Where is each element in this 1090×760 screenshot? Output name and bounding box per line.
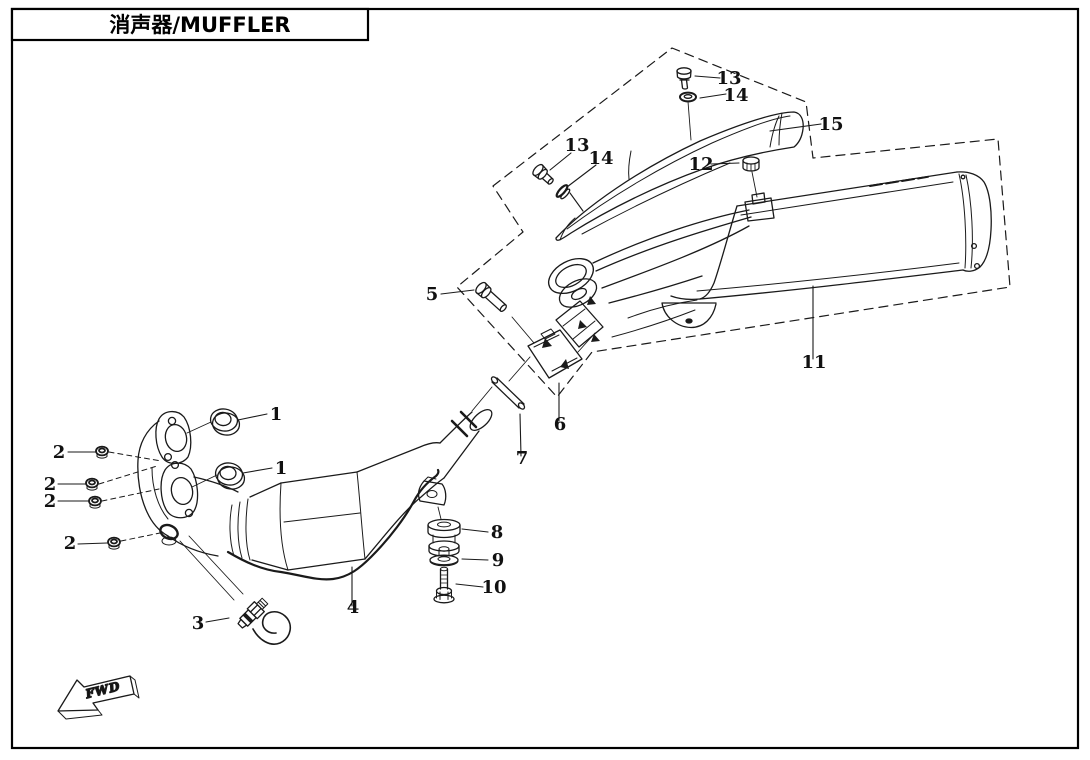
callout-15: 15 xyxy=(818,114,843,135)
callout-2: 2 xyxy=(64,533,77,554)
washer-14-left xyxy=(555,184,571,200)
nut-2 xyxy=(107,536,121,550)
callout-3: 3 xyxy=(192,613,205,634)
washer-9 xyxy=(429,546,459,567)
sensor-boss xyxy=(159,523,179,541)
alignment-line xyxy=(687,101,692,141)
catalytic-pipe xyxy=(226,408,493,581)
bolt-10 xyxy=(433,566,455,604)
stud-alignment-dashed xyxy=(98,451,162,542)
leader-lines xyxy=(57,75,822,623)
callout-2: 2 xyxy=(53,442,66,463)
alignment-line xyxy=(437,506,442,520)
exhaust-flange xyxy=(137,410,244,601)
callout-labels: 1 1 2 2 2 2 3 4 5 6 7 8 9 10 11 12 13 14… xyxy=(44,68,844,634)
flange-gaskets xyxy=(186,408,246,490)
flange-nuts xyxy=(85,445,162,550)
sensor-cable xyxy=(252,611,292,645)
alignment-line xyxy=(186,421,218,488)
title-block: 消声器/MUFFLER xyxy=(10,7,370,42)
alignment-line xyxy=(511,316,535,344)
diagram: 1 1 2 2 2 2 3 4 5 6 7 8 9 10 11 12 13 14… xyxy=(44,47,1011,720)
callout-12: 12 xyxy=(688,154,713,175)
callout-11: 11 xyxy=(801,352,826,373)
title-box xyxy=(10,7,370,42)
callout-13: 13 xyxy=(564,135,589,156)
inlet-stub xyxy=(555,296,604,348)
callout-4: 4 xyxy=(347,597,360,618)
callout-5: 5 xyxy=(426,284,439,305)
screw-13-left xyxy=(532,163,554,185)
callout-8: 8 xyxy=(491,522,504,543)
callout-6: 6 xyxy=(554,414,567,435)
page-border xyxy=(10,7,1080,750)
alignment-line xyxy=(577,332,596,353)
callout-1: 1 xyxy=(275,458,288,479)
callout-2: 2 xyxy=(44,491,57,512)
nut-2 xyxy=(95,445,109,459)
callout-10: 10 xyxy=(481,577,506,598)
screw-13-top xyxy=(676,67,692,90)
callout-1: 1 xyxy=(270,404,283,425)
heat-shield xyxy=(555,111,804,241)
oxygen-sensor xyxy=(237,597,292,645)
callout-13: 13 xyxy=(716,68,741,89)
heat-wrap-seam xyxy=(226,468,440,581)
muffler-body xyxy=(611,171,992,338)
callout-14: 14 xyxy=(723,85,748,106)
pipe-hanger-tab xyxy=(417,476,447,520)
callout-14: 14 xyxy=(588,148,613,169)
grommet-8 xyxy=(427,518,461,557)
alignment-line xyxy=(179,535,244,601)
gasket-7 xyxy=(471,356,531,412)
alignment-line xyxy=(751,171,758,198)
washer-14-top xyxy=(679,91,697,141)
hanger-bracket xyxy=(548,192,775,308)
callout-7: 7 xyxy=(516,448,529,469)
alignment-line xyxy=(471,356,531,412)
page-title: 消声器/MUFFLER xyxy=(109,13,290,37)
nut-2 xyxy=(85,477,99,491)
callout-2: 2 xyxy=(44,474,57,495)
assembly-boundary-dashed xyxy=(456,47,1011,398)
clamp-6 xyxy=(527,328,596,379)
bolt-5 xyxy=(475,281,535,344)
callout-9: 9 xyxy=(492,550,505,571)
nut-12 xyxy=(742,156,760,198)
